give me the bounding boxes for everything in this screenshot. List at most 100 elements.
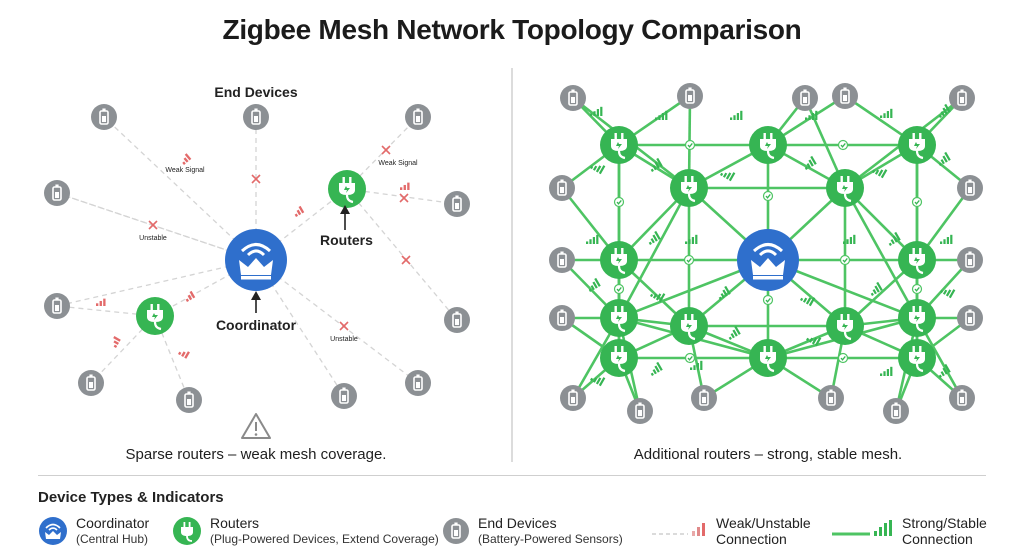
signal-bars-icon [96, 298, 106, 306]
end-device-right-5 [949, 85, 975, 111]
legend-routers-label: Routers [210, 515, 260, 531]
signal-bars-icon [648, 230, 661, 245]
signal-bars-icon [650, 293, 666, 303]
router-right-5 [826, 169, 864, 207]
end-device-right-4 [832, 83, 858, 109]
end-device-left-8 [78, 370, 104, 396]
left-marks [96, 145, 411, 359]
ok-check-icon [683, 254, 695, 266]
plug-icon [173, 517, 201, 545]
signal-bars-icon [718, 285, 731, 300]
weak-signal-icon [652, 523, 705, 536]
legend-end-devices: End Devices (Battery-Powered Sensors) [442, 512, 623, 550]
signal-bars-icon [730, 110, 743, 120]
legend-weak: Weak/Unstable Connection [652, 512, 811, 550]
end-device-right-2 [677, 83, 703, 109]
legend-end-devices-label: End Devices [478, 515, 557, 531]
label-coordinator: Coordinator [216, 317, 297, 333]
label-weak-signal-1: Weak Signal [165, 167, 205, 174]
ok-check-icon [684, 139, 696, 151]
end-device-right-1 [560, 85, 586, 111]
end-device-left-6 [44, 293, 70, 319]
arrow-coordinator [251, 291, 261, 313]
router-left-1 [328, 170, 366, 208]
legend-strong-sub: Connection [902, 531, 973, 547]
signal-bars-icon [655, 110, 668, 120]
end-device-left-11 [405, 370, 431, 396]
battery-icon [443, 518, 469, 544]
router-right-4 [670, 169, 708, 207]
signal-bars-icon [650, 157, 663, 172]
ok-check-icon [762, 190, 774, 202]
end-device-right-6 [549, 175, 575, 201]
signal-bars-icon [182, 153, 192, 165]
end-device-right-16 [883, 398, 909, 424]
label-unstable-2: Unstable [330, 336, 358, 343]
router-right-1 [600, 126, 638, 164]
end-device-right-14 [691, 385, 717, 411]
signal-bars-icon [590, 165, 606, 175]
end-device-left-7 [444, 307, 470, 333]
end-device-right-11 [957, 305, 983, 331]
ok-check-icon [762, 294, 774, 306]
signal-bars-icon [938, 363, 951, 378]
end-device-right-9 [957, 247, 983, 273]
signal-bars-icon [806, 337, 822, 347]
end-device-right-13 [627, 398, 653, 424]
ok-check-icon [911, 283, 923, 295]
end-device-left-4 [44, 180, 70, 206]
router-right-10 [670, 307, 708, 345]
signal-bars-icon [805, 110, 818, 120]
ok-check-icon [613, 196, 625, 208]
page-title: Zigbee Mesh Network Topology Comparison [222, 14, 802, 45]
router-right-12 [600, 339, 638, 377]
legend-strong: Strong/Stable Connection [832, 512, 987, 550]
signal-bars-icon [294, 205, 305, 217]
signal-bars-icon [590, 106, 603, 116]
signal-bars-icon [588, 277, 601, 292]
signal-bars-icon [938, 151, 951, 166]
signal-bars-icon [888, 231, 901, 246]
arrow-routers [340, 205, 350, 230]
signal-bars-icon [590, 377, 606, 387]
end-device-right-3 [792, 85, 818, 111]
legend-end-devices-sub: (Battery-Powered Sensors) [478, 532, 623, 546]
signal-bars-icon [685, 234, 698, 244]
end-device-left-9 [176, 387, 202, 413]
legend-weak-sub: Connection [716, 531, 787, 547]
legend-routers-sub: (Plug-Powered Devices, Extend Coverage) [210, 532, 439, 546]
end-device-right-7 [957, 175, 983, 201]
end-device-left-3 [405, 104, 431, 130]
fail-x-icon [381, 145, 391, 155]
fail-x-icon [251, 174, 261, 184]
end-device-right-8 [549, 247, 575, 273]
ok-check-icon [839, 254, 851, 266]
signal-bars-icon [400, 182, 410, 190]
signal-bars-icon [940, 289, 956, 299]
signal-bars-icon [872, 169, 888, 179]
left-caption: Sparse routers – weak mesh coverage. [125, 446, 387, 463]
ok-check-icon [837, 139, 849, 151]
coordinator-right [737, 229, 799, 291]
router-left-2 [136, 297, 174, 335]
label-end-devices: End Devices [214, 84, 297, 100]
signal-bars-icon [728, 325, 741, 340]
ok-check-icon [837, 352, 849, 364]
signal-bars-icon [940, 234, 953, 244]
signal-bars-icon [800, 297, 816, 307]
signal-bars-icon [586, 234, 599, 244]
router-right-6 [600, 241, 638, 279]
label-unstable-1: Unstable [139, 235, 167, 242]
signal-bars-icon [650, 361, 663, 376]
signal-bars-icon [690, 360, 703, 370]
signal-bars-icon [720, 172, 736, 182]
router-right-2 [749, 126, 787, 164]
ok-check-icon [911, 196, 923, 208]
router-right-8 [600, 299, 638, 337]
right-caption: Additional routers – strong, stable mesh… [633, 446, 903, 463]
router-right-9 [898, 299, 936, 337]
end-device-left-5 [444, 191, 470, 217]
signal-bars-icon [870, 281, 883, 296]
end-device-right-12 [560, 385, 586, 411]
